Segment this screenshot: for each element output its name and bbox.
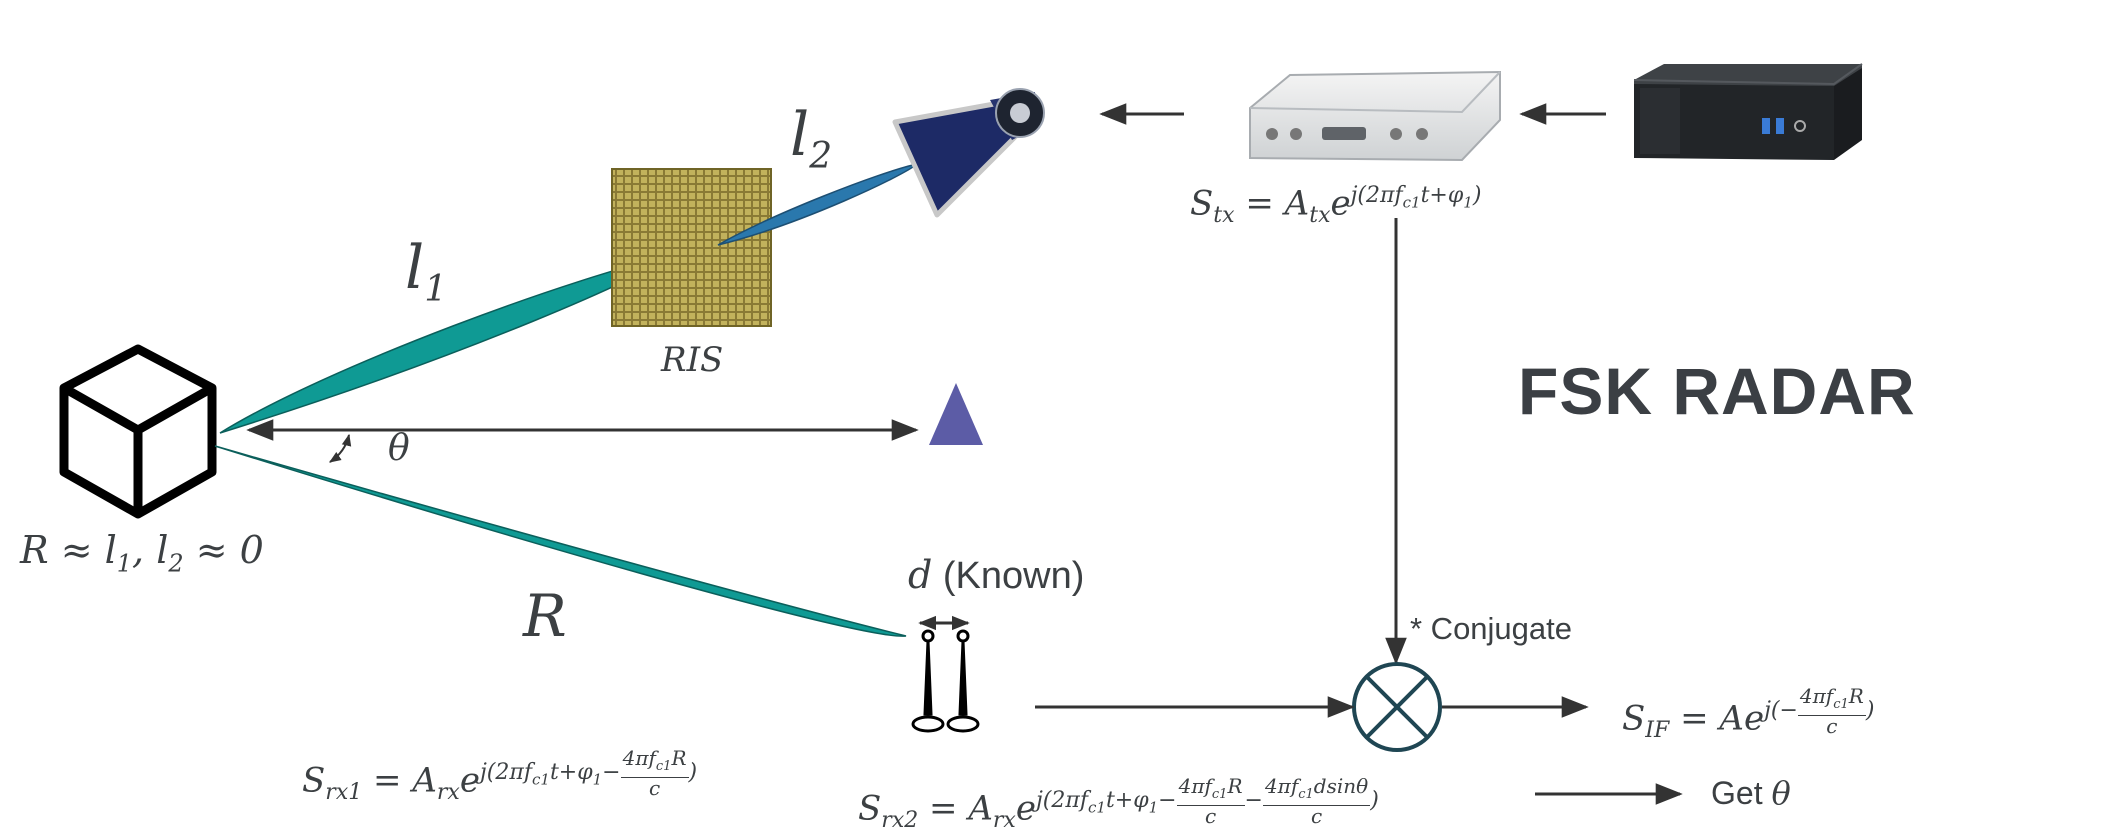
- ris-panel-icon: [611, 168, 772, 327]
- rx-antenna-pair-icon: [911, 615, 980, 733]
- label-range-r: R: [523, 582, 567, 650]
- horn-antenna-icon: [892, 88, 1045, 218]
- mini-pc-icon: [1633, 63, 1863, 160]
- label-d-known: d (Known): [908, 553, 1085, 597]
- diagram-title: FSK RADAR: [1518, 354, 1916, 428]
- equation-stx: Stx = Atxej(2πfc1t+φ1): [1190, 183, 1482, 229]
- label-get-theta: Get θ: [1711, 774, 1791, 812]
- label-theta: θ: [388, 428, 410, 469]
- label-r-approx: R ≈ l1, l2 ≈ 0: [20, 528, 264, 578]
- cube-icon: [59, 344, 217, 519]
- label-conjugate: * Conjugate: [1410, 611, 1573, 646]
- beam-range-r: [214, 445, 907, 637]
- target-triangle-icon: [929, 383, 983, 445]
- label-ris: RIS: [661, 340, 724, 380]
- label-l2: l2: [790, 100, 833, 177]
- mixer-icon: [1352, 662, 1442, 752]
- theta-arc: [329, 433, 352, 463]
- sdr-device-icon: [1249, 70, 1501, 162]
- label-l1: l1: [405, 233, 448, 310]
